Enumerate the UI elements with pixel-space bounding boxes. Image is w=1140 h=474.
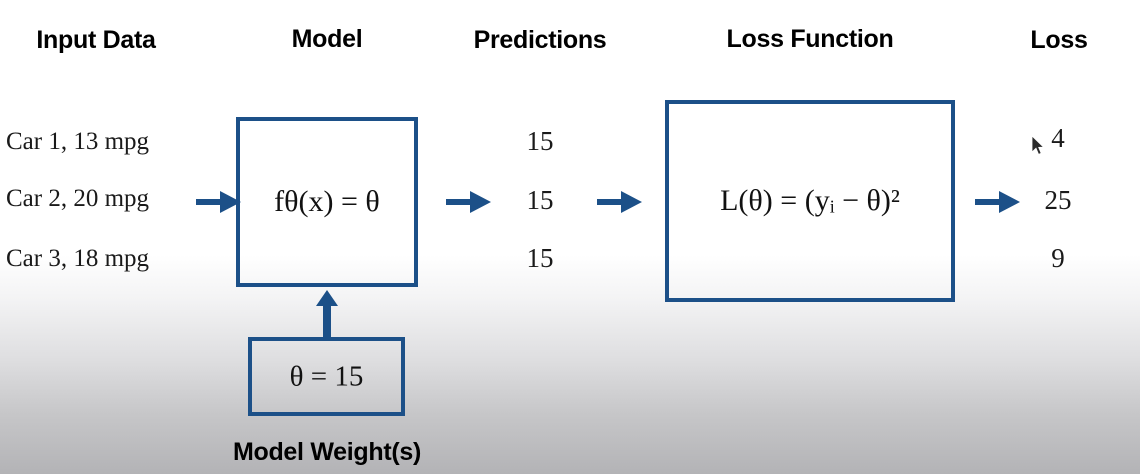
arrow-weight-to-model xyxy=(316,290,338,339)
header-predictions: Predictions xyxy=(473,26,607,54)
loss-function-box: L(θ) = (yᵢ − θ)² xyxy=(665,100,955,302)
prediction-value-3: 15 xyxy=(526,243,554,273)
header-loss-function: Loss Function xyxy=(726,25,894,53)
input-data-row-2: Car 2, 20 mpg xyxy=(6,185,150,212)
loss-value-1: 4 xyxy=(1051,123,1065,153)
model-weight-value: θ = 15 xyxy=(289,360,364,392)
prediction-value-2: 15 xyxy=(526,185,554,215)
arrow-predictions-to-loss-function xyxy=(597,191,642,213)
header-input-data: Input Data xyxy=(36,26,156,54)
model-weight-caption: Model Weight(s) xyxy=(232,438,422,466)
mouse-cursor xyxy=(1031,135,1045,155)
model-weight-box: θ = 15 xyxy=(248,337,405,416)
header-model: Model xyxy=(291,25,363,53)
arrow-loss-function-to-loss xyxy=(975,191,1020,213)
model-formula: fθ(x) = θ xyxy=(274,185,380,218)
model-box: fθ(x) = θ xyxy=(236,117,418,287)
prediction-value-1: 15 xyxy=(526,126,554,156)
loss-value-3: 9 xyxy=(1051,243,1065,273)
loss-function-formula: L(θ) = (yᵢ − θ)² xyxy=(720,184,900,217)
arrow-model-to-predictions xyxy=(446,191,491,213)
header-loss: Loss xyxy=(1030,26,1088,54)
input-data-row-3: Car 3, 18 mpg xyxy=(6,245,150,272)
arrow-input-to-model xyxy=(196,191,241,213)
input-data-row-1: Car 1, 13 mpg xyxy=(6,128,150,155)
loss-value-2: 25 xyxy=(1044,185,1072,215)
